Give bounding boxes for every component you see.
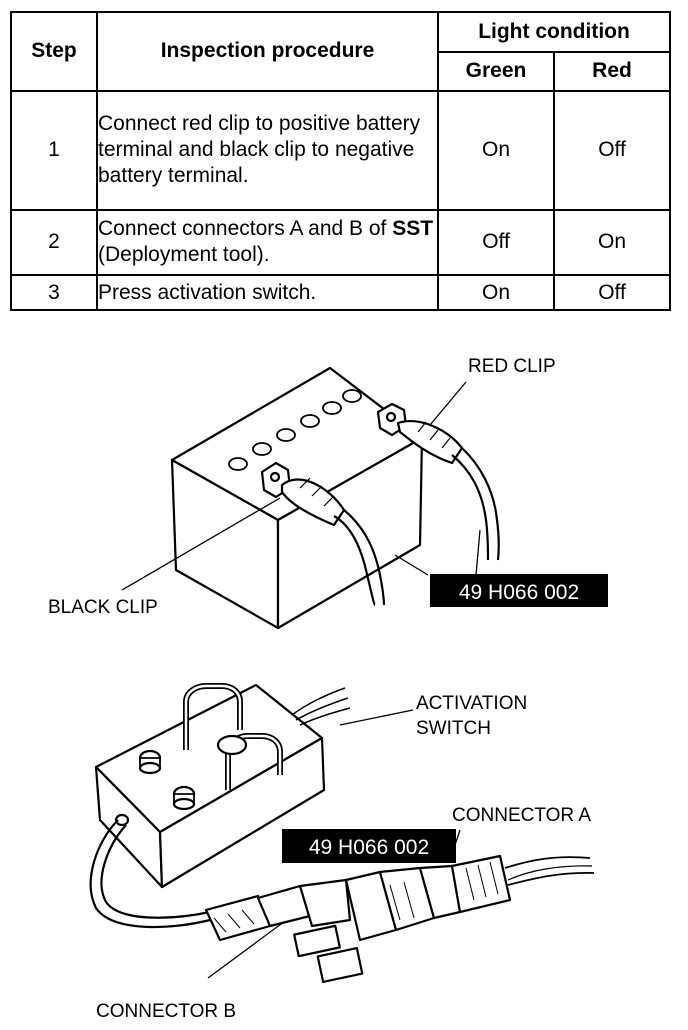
deployment-tool-illustration: RED CLIP BLACK CLIP 49 H066 002 [48,356,608,1022]
header-light-condition: Light condition [437,11,671,53]
tool-number-bottom: 49 H066 002 [309,836,429,859]
procedure-text-bold: SST [392,217,434,241]
red-clip-leader [429,381,467,426]
activation-switch-label-line2: SWITCH [416,718,491,739]
red-light-value: On [553,208,671,277]
black-clip-label: BLACK CLIP [48,597,158,618]
tool-number-tag-bottom: 49 H066 002 [282,829,456,863]
green-light-value: On [437,274,555,311]
table-row: 2 Connect connectors A and B of SST (Dep… [10,208,671,277]
inspection-table: Step Inspection procedure Light conditio… [10,11,671,311]
tool-tag-top-leader [475,529,481,576]
battery-drawing [170,366,500,630]
table-row: 1 Connect red clip to positive battery t… [10,89,671,211]
tool-tag-top-leader-2 [394,554,429,576]
activation-switch-leader [339,709,414,726]
red-light-value: Off [553,89,671,211]
red-light-value: Off [553,274,671,311]
deployment-tool-drawing [89,683,595,983]
table-row: 3 Press activation switch. On Off [10,274,671,311]
step-number: 1 [10,89,98,211]
header-red: Red [553,50,671,92]
connector-b-label: CONNECTOR B [96,1001,236,1022]
activation-switch-label: ACTIVATION [416,693,527,714]
red-clip-label: RED CLIP [468,356,556,377]
header-step: Step [10,11,98,92]
procedure-text: Connect connectors A and B of SST (Deplo… [96,208,439,277]
step-number: 2 [10,208,98,277]
procedure-text-end: (Deployment tool). [98,243,270,267]
procedure-text-start: Connect connectors A and B of [98,217,393,241]
tool-number-top: 49 H066 002 [459,581,579,604]
tool-number-tag-top: 49 H066 002 [430,574,608,607]
procedure-text: Connect red clip to positive battery ter… [96,89,439,211]
black-clip-leader [121,497,281,591]
green-light-value: Off [437,208,555,277]
header-green: Green [437,50,555,92]
green-light-value: On [437,89,555,211]
header-procedure: Inspection procedure [96,11,439,92]
connector-a-label: CONNECTOR A [452,805,591,826]
step-number: 3 [10,274,98,311]
procedure-text: Press activation switch. [96,274,439,311]
